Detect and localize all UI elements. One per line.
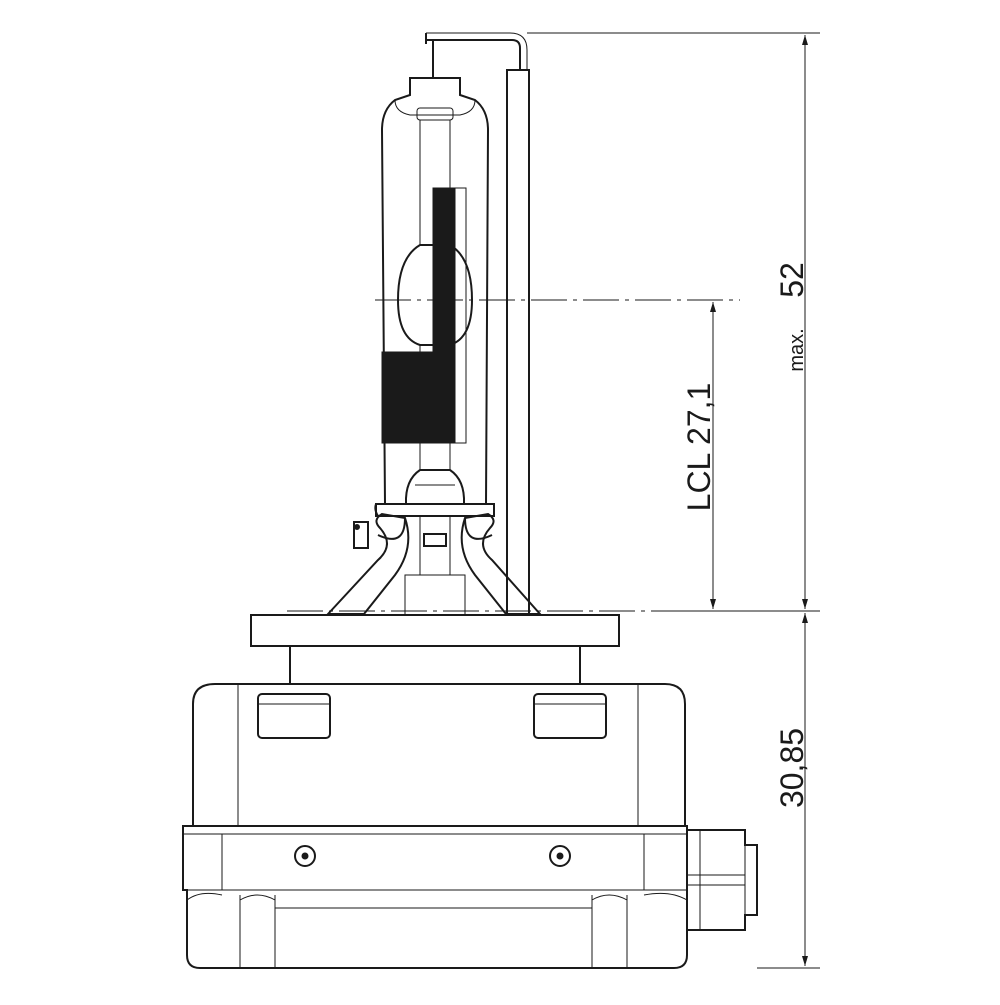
shield-strips: [381, 187, 467, 444]
dimension-lcl-label: LCL 27,1: [681, 383, 717, 512]
dimension-max-label: max.: [786, 328, 808, 371]
dimension-max-value: 52: [774, 262, 810, 298]
dimension-base-height: 30,85: [774, 728, 810, 808]
base-housing: [182, 614, 758, 969]
burner-holder: [325, 503, 543, 616]
dimension-lines: [710, 35, 808, 966]
reference-lines: [287, 32, 820, 969]
return-lead: [425, 32, 530, 616]
